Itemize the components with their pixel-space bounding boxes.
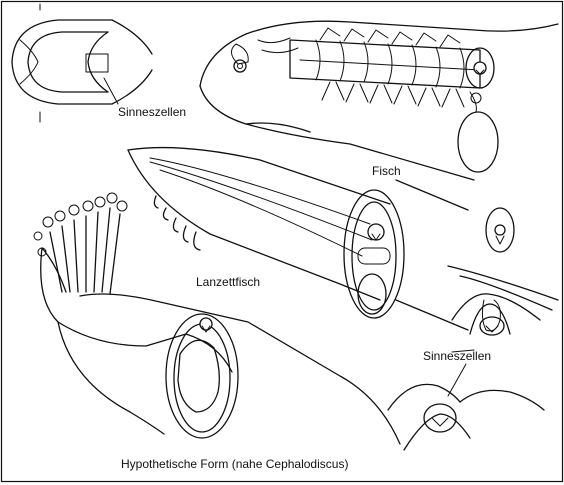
label-sensory-cells-top: Sinneszellen <box>118 106 186 118</box>
label-sensory-cells-right: Sinneszellen <box>423 350 491 362</box>
fish-drawing <box>200 21 558 180</box>
label-hypothetical-form: Hypothetische Form (nahe Cephalodiscus) <box>121 458 348 470</box>
hypothetical-form-drawing <box>34 193 400 444</box>
label-lancelet: Lanzettfisch <box>196 276 260 288</box>
label-fish: Fisch <box>372 165 401 177</box>
